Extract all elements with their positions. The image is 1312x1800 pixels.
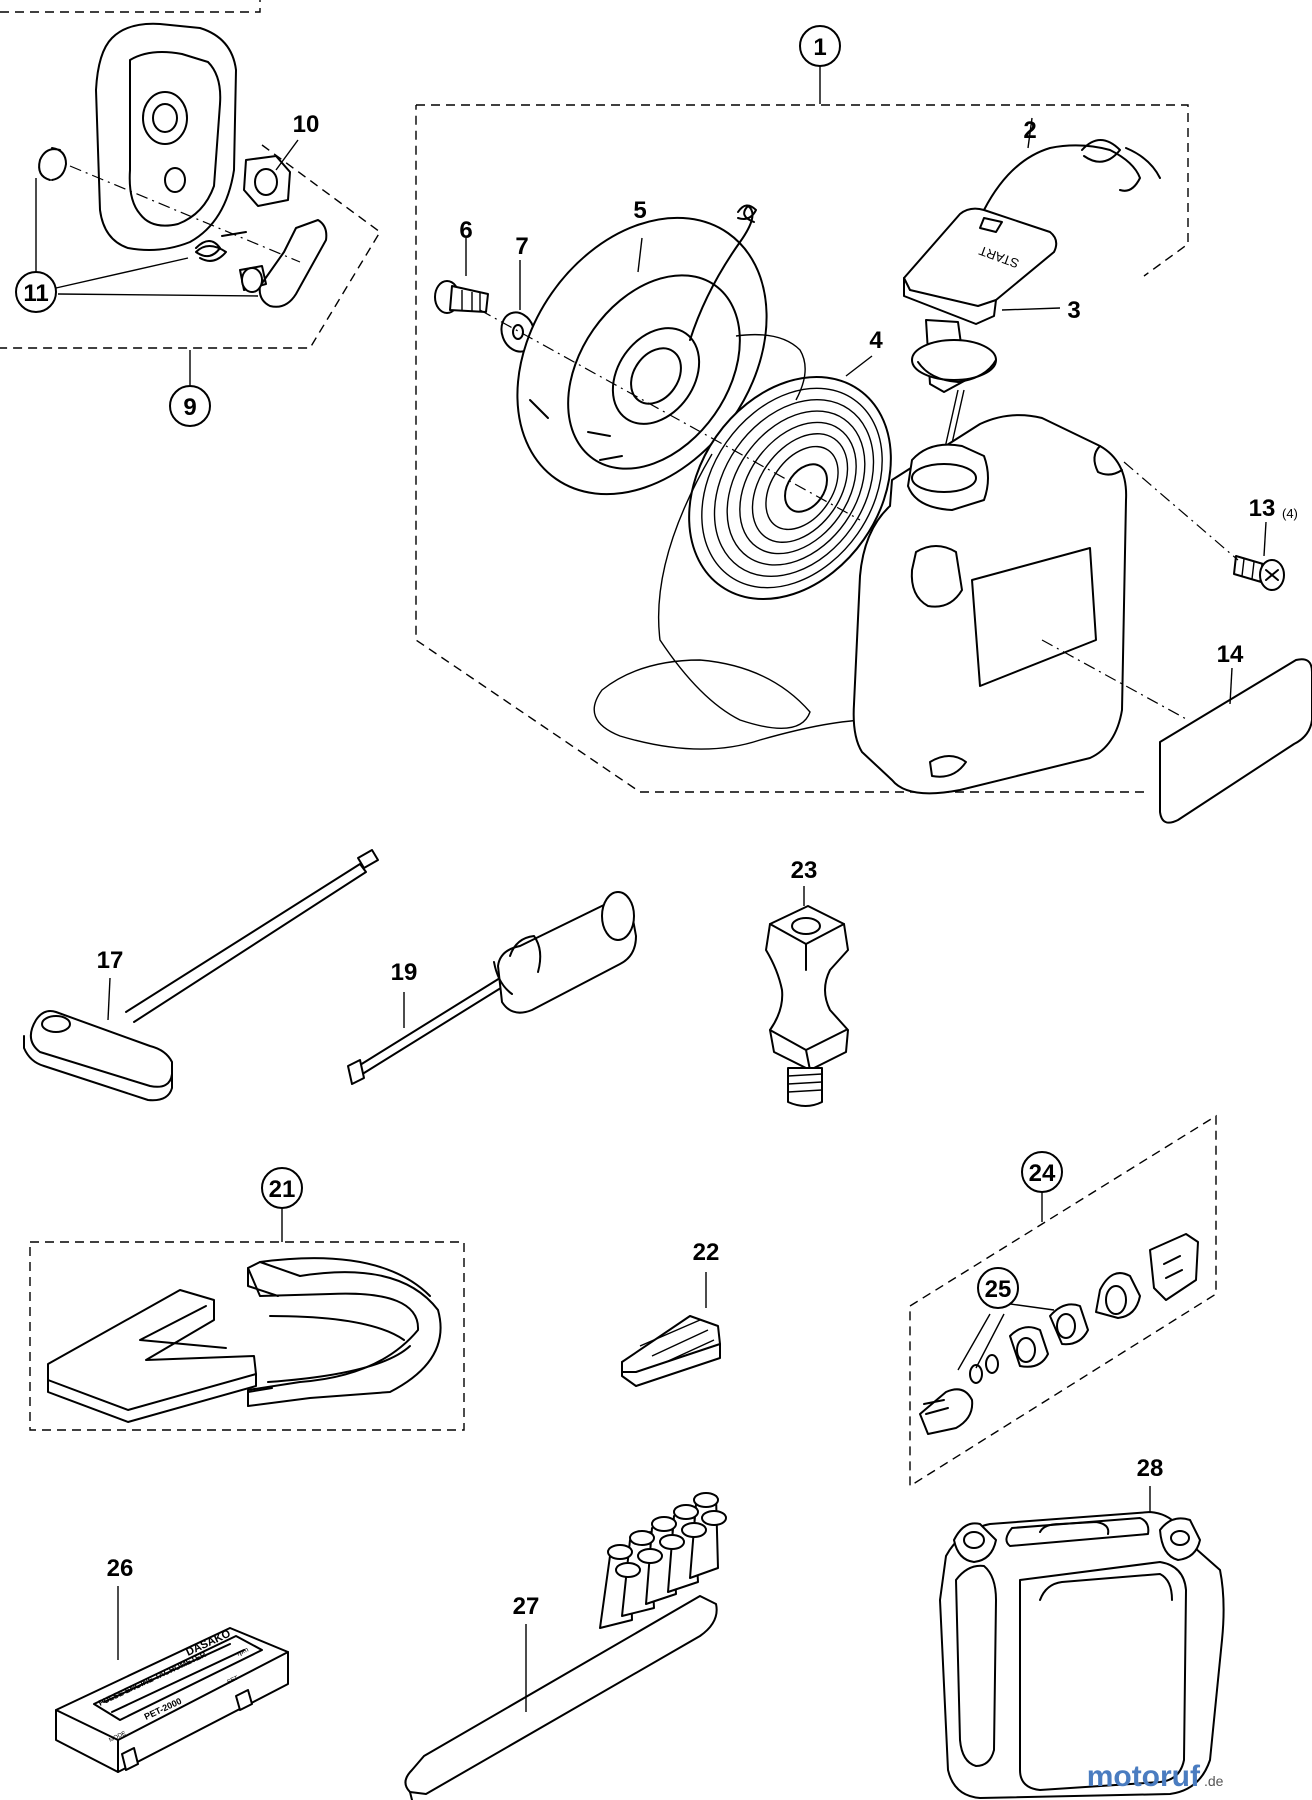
watermark-name: motoruf (1087, 1760, 1201, 1793)
callout-circle-25 (977, 1267, 1019, 1309)
callout-4: 4 (869, 327, 883, 354)
callout-circle-21 (261, 1167, 303, 1209)
nut (243, 155, 291, 207)
callout-27: 27 (513, 1593, 540, 1620)
callout-14: 14 (1217, 641, 1244, 668)
label-sticker (1041, 639, 1312, 824)
callout-9: 9 (183, 394, 196, 421)
callout-7: 7 (515, 233, 528, 260)
callout-13: 13 (1249, 495, 1276, 522)
rewind-starter-group: START (415, 66, 1285, 795)
rewind-spring (688, 355, 892, 601)
watermark: motoruf .de (1087, 1760, 1224, 1793)
pulley-screw (434, 238, 489, 314)
callout-26: 26 (107, 1555, 134, 1582)
cover-housing (95, 22, 237, 251)
callout-5: 5 (633, 197, 646, 224)
housing-screw (1123, 461, 1285, 591)
fitting-parts (919, 1233, 1199, 1435)
wedge-tool (621, 1272, 721, 1387)
fitting-group (909, 1114, 1217, 1488)
circlip (38, 147, 67, 181)
callout-19: 19 (391, 959, 418, 986)
callout-circle-1 (799, 25, 841, 67)
starter-pawl (239, 219, 328, 308)
callout-6: 6 (459, 217, 472, 244)
pawl-assembly-group (0, 0, 381, 390)
fuel-can (939, 1486, 1225, 1799)
callout-13-quantity: (4) (1282, 506, 1298, 521)
tacho-set-text: SET (226, 1675, 239, 1686)
callout-23: 23 (791, 857, 818, 884)
callout-24: 24 (1029, 1160, 1056, 1187)
brush-bristles (599, 1492, 727, 1629)
piston-stop-plate (47, 1289, 257, 1423)
callout-circle-9 (169, 385, 211, 427)
callout-circle-24 (1021, 1151, 1063, 1193)
piston-tool-group (29, 1204, 465, 1431)
rope-pulley (516, 204, 768, 496)
anti-vibration-mount (765, 886, 849, 1107)
callout-25: 25 (985, 1276, 1012, 1303)
tachometer: PULSE ENGINE TACHOMETER DASAKO PET-2000 … (55, 1586, 289, 1773)
callout-1: 1 (813, 34, 826, 61)
callout-28: 28 (1137, 1455, 1164, 1482)
tacho-rpm-text: rpm (236, 1646, 250, 1658)
callout-22: 22 (693, 1239, 720, 1266)
t-wrench (23, 849, 379, 1102)
callouts: 1 2 3 4 5 6 7 9 10 11 13 (4) 14 17 19 21… (15, 25, 1298, 1620)
starter-rope (593, 453, 871, 750)
callout-17: 17 (97, 947, 124, 974)
callout-21: 21 (269, 1176, 296, 1203)
piston-ring-clamp (247, 1257, 442, 1407)
starter-housing (852, 414, 1128, 795)
callout-3: 3 (1067, 297, 1080, 324)
screwdriver (347, 891, 637, 1085)
watermark-suffix: .de (1204, 1773, 1224, 1789)
callout-2: 2 (1023, 117, 1036, 144)
pawl-spring (195, 231, 247, 262)
callout-circle-11 (15, 271, 57, 313)
callout-10: 10 (293, 111, 320, 138)
cleaning-brush (404, 1492, 727, 1800)
starter-grip: START (903, 117, 1161, 393)
callout-11: 11 (23, 280, 48, 307)
